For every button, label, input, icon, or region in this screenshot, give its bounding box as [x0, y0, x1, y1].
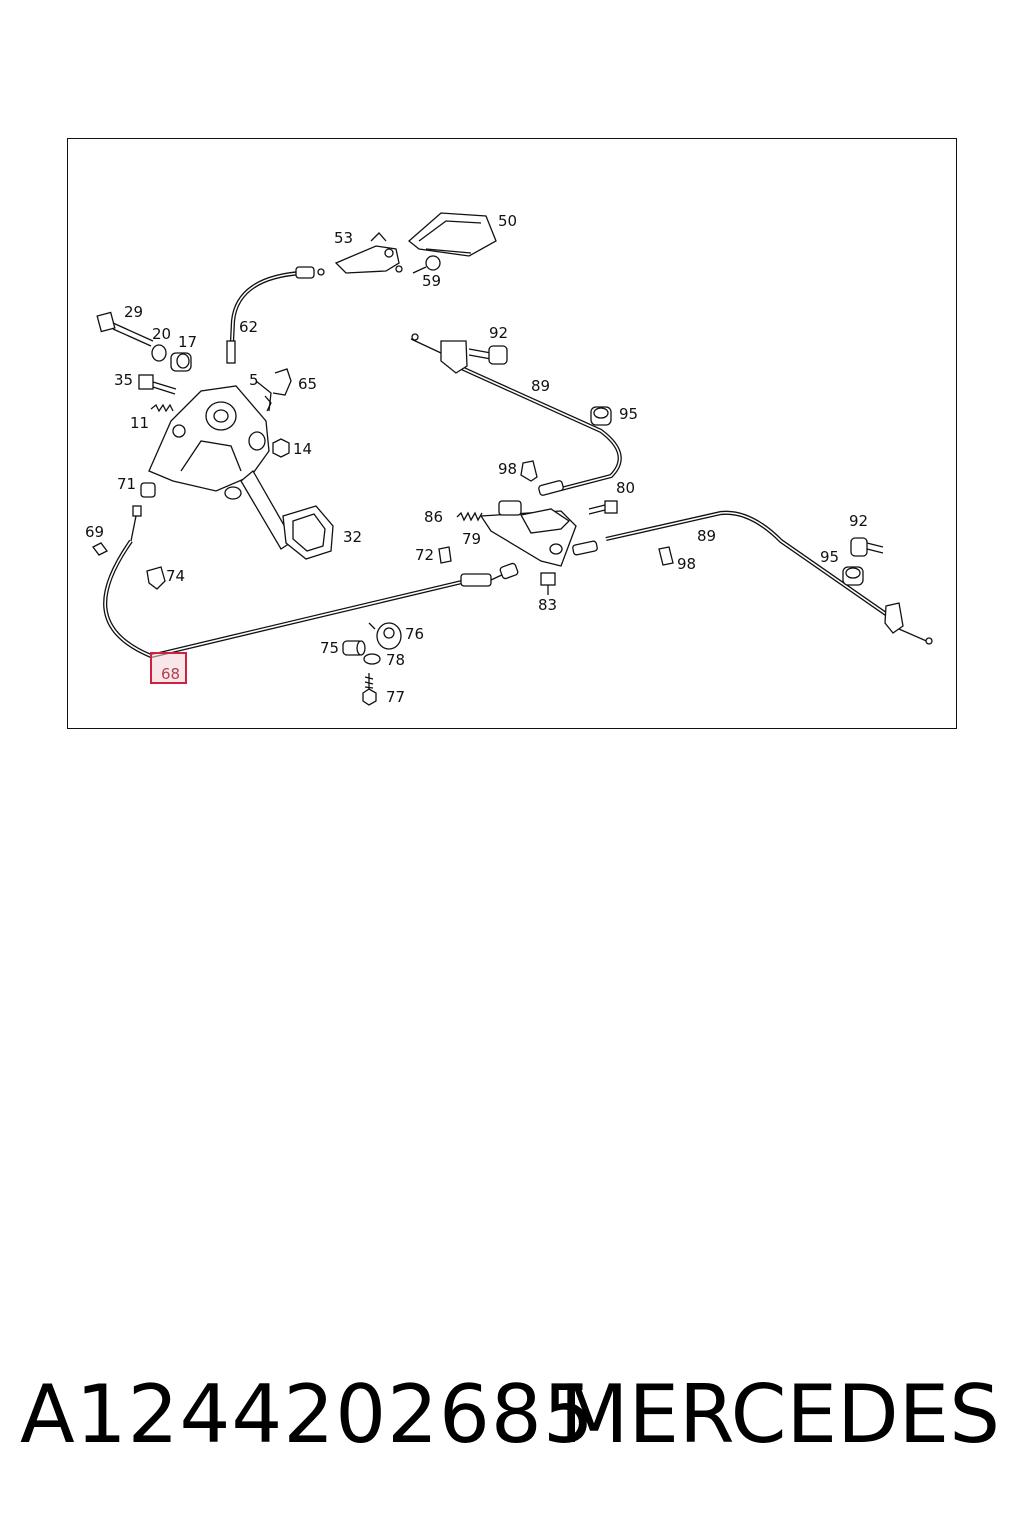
- callout-62[interactable]: 62: [239, 318, 258, 336]
- callout-74[interactable]: 74: [166, 567, 185, 585]
- bushing-95-lower[interactable]: [842, 566, 864, 586]
- callout-5[interactable]: 5: [249, 371, 259, 389]
- pedal-bracket-assembly[interactable]: [148, 380, 334, 560]
- callout-95-lower[interactable]: 95: [820, 548, 839, 566]
- brand-name: MERCEDES: [559, 1368, 1000, 1461]
- callout-77[interactable]: 77: [386, 688, 405, 706]
- callout-89-upper[interactable]: 89: [531, 377, 550, 395]
- callout-80[interactable]: 80: [616, 479, 635, 497]
- cable-68[interactable]: [103, 505, 519, 659]
- bolt-92-upper[interactable]: [468, 345, 508, 365]
- callout-71[interactable]: 71: [117, 475, 136, 493]
- spring-86[interactable]: [456, 511, 483, 522]
- callout-59[interactable]: 59: [422, 272, 441, 290]
- part-number: A1244202685: [20, 1368, 595, 1461]
- callout-98-lower[interactable]: 98: [677, 555, 696, 573]
- part-5[interactable]: [264, 395, 272, 412]
- callout-98-upper[interactable]: 98: [498, 460, 517, 478]
- bushing-17[interactable]: [170, 352, 192, 372]
- bolt-92-lower[interactable]: [850, 537, 884, 557]
- footer: A1244202685 MERCEDES: [0, 1368, 1024, 1478]
- cap-71[interactable]: [140, 482, 156, 498]
- clip-72[interactable]: [438, 546, 452, 564]
- parking-brake-exploded-view: 50 53 59 62 29 20 17 35 5 65 11 14 71 32…: [85, 212, 933, 706]
- parts-diagram: 50 53 59 62 29 20 17 35 5 65 11 14 71 32…: [67, 138, 957, 729]
- callout-92-upper[interactable]: 92: [489, 324, 508, 342]
- lever-53[interactable]: [334, 232, 403, 274]
- spring-11[interactable]: [150, 403, 174, 413]
- callout-69[interactable]: 69: [85, 523, 104, 541]
- callout-50[interactable]: 50: [498, 212, 517, 230]
- callout-95-upper[interactable]: 95: [619, 405, 638, 423]
- bolt-80[interactable]: [588, 500, 618, 515]
- callout-83[interactable]: 83: [538, 596, 557, 614]
- washer-20[interactable]: [151, 344, 167, 362]
- clip-98-upper[interactable]: [520, 460, 538, 482]
- clip-65[interactable]: [272, 368, 292, 396]
- bushing-95-upper[interactable]: [590, 406, 612, 426]
- screw-77[interactable]: [362, 673, 377, 706]
- equalizer-bracket-79[interactable]: [479, 500, 577, 567]
- callout-76[interactable]: 76: [405, 625, 424, 643]
- callout-11[interactable]: 11: [130, 414, 149, 432]
- clip-98-lower[interactable]: [658, 546, 674, 566]
- sleeve-75[interactable]: [342, 640, 366, 656]
- washer-78[interactable]: [363, 653, 381, 665]
- callout-92-lower[interactable]: 92: [849, 512, 868, 530]
- callout-78[interactable]: 78: [386, 651, 405, 669]
- highlight-box-68: [150, 652, 187, 684]
- callout-86[interactable]: 86: [424, 508, 443, 526]
- callout-72[interactable]: 72: [415, 546, 434, 564]
- callout-65[interactable]: 65: [298, 375, 317, 393]
- grommet-76[interactable]: [368, 622, 402, 650]
- callout-20[interactable]: 20: [152, 325, 171, 343]
- bolt-35[interactable]: [138, 374, 177, 395]
- callout-75[interactable]: 75: [320, 639, 339, 657]
- cable-89-upper[interactable]: [410, 333, 622, 496]
- screw-83[interactable]: [540, 572, 556, 595]
- callout-32[interactable]: 32: [343, 528, 362, 546]
- clip-69[interactable]: [92, 542, 108, 556]
- callout-labels: 50 53 59 62 29 20 17 35 5 65 11 14 71 32…: [85, 212, 868, 706]
- callout-89-lower[interactable]: 89: [697, 527, 716, 545]
- cable-89-lower[interactable]: [572, 510, 933, 645]
- callout-35[interactable]: 35: [114, 371, 133, 389]
- callout-68[interactable]: 68: [161, 665, 180, 683]
- callout-17[interactable]: 17: [178, 333, 197, 351]
- clip-74[interactable]: [146, 566, 166, 590]
- callout-29[interactable]: 29: [124, 303, 143, 321]
- callout-14[interactable]: 14: [293, 440, 312, 458]
- bolt-29[interactable]: [96, 311, 154, 347]
- cable-62[interactable]: [226, 266, 325, 364]
- screw-59[interactable]: [412, 255, 441, 274]
- callout-79[interactable]: 79: [462, 530, 481, 548]
- handle-50[interactable]: [407, 212, 497, 257]
- nut-14[interactable]: [272, 438, 290, 458]
- callout-53[interactable]: 53: [334, 229, 353, 247]
